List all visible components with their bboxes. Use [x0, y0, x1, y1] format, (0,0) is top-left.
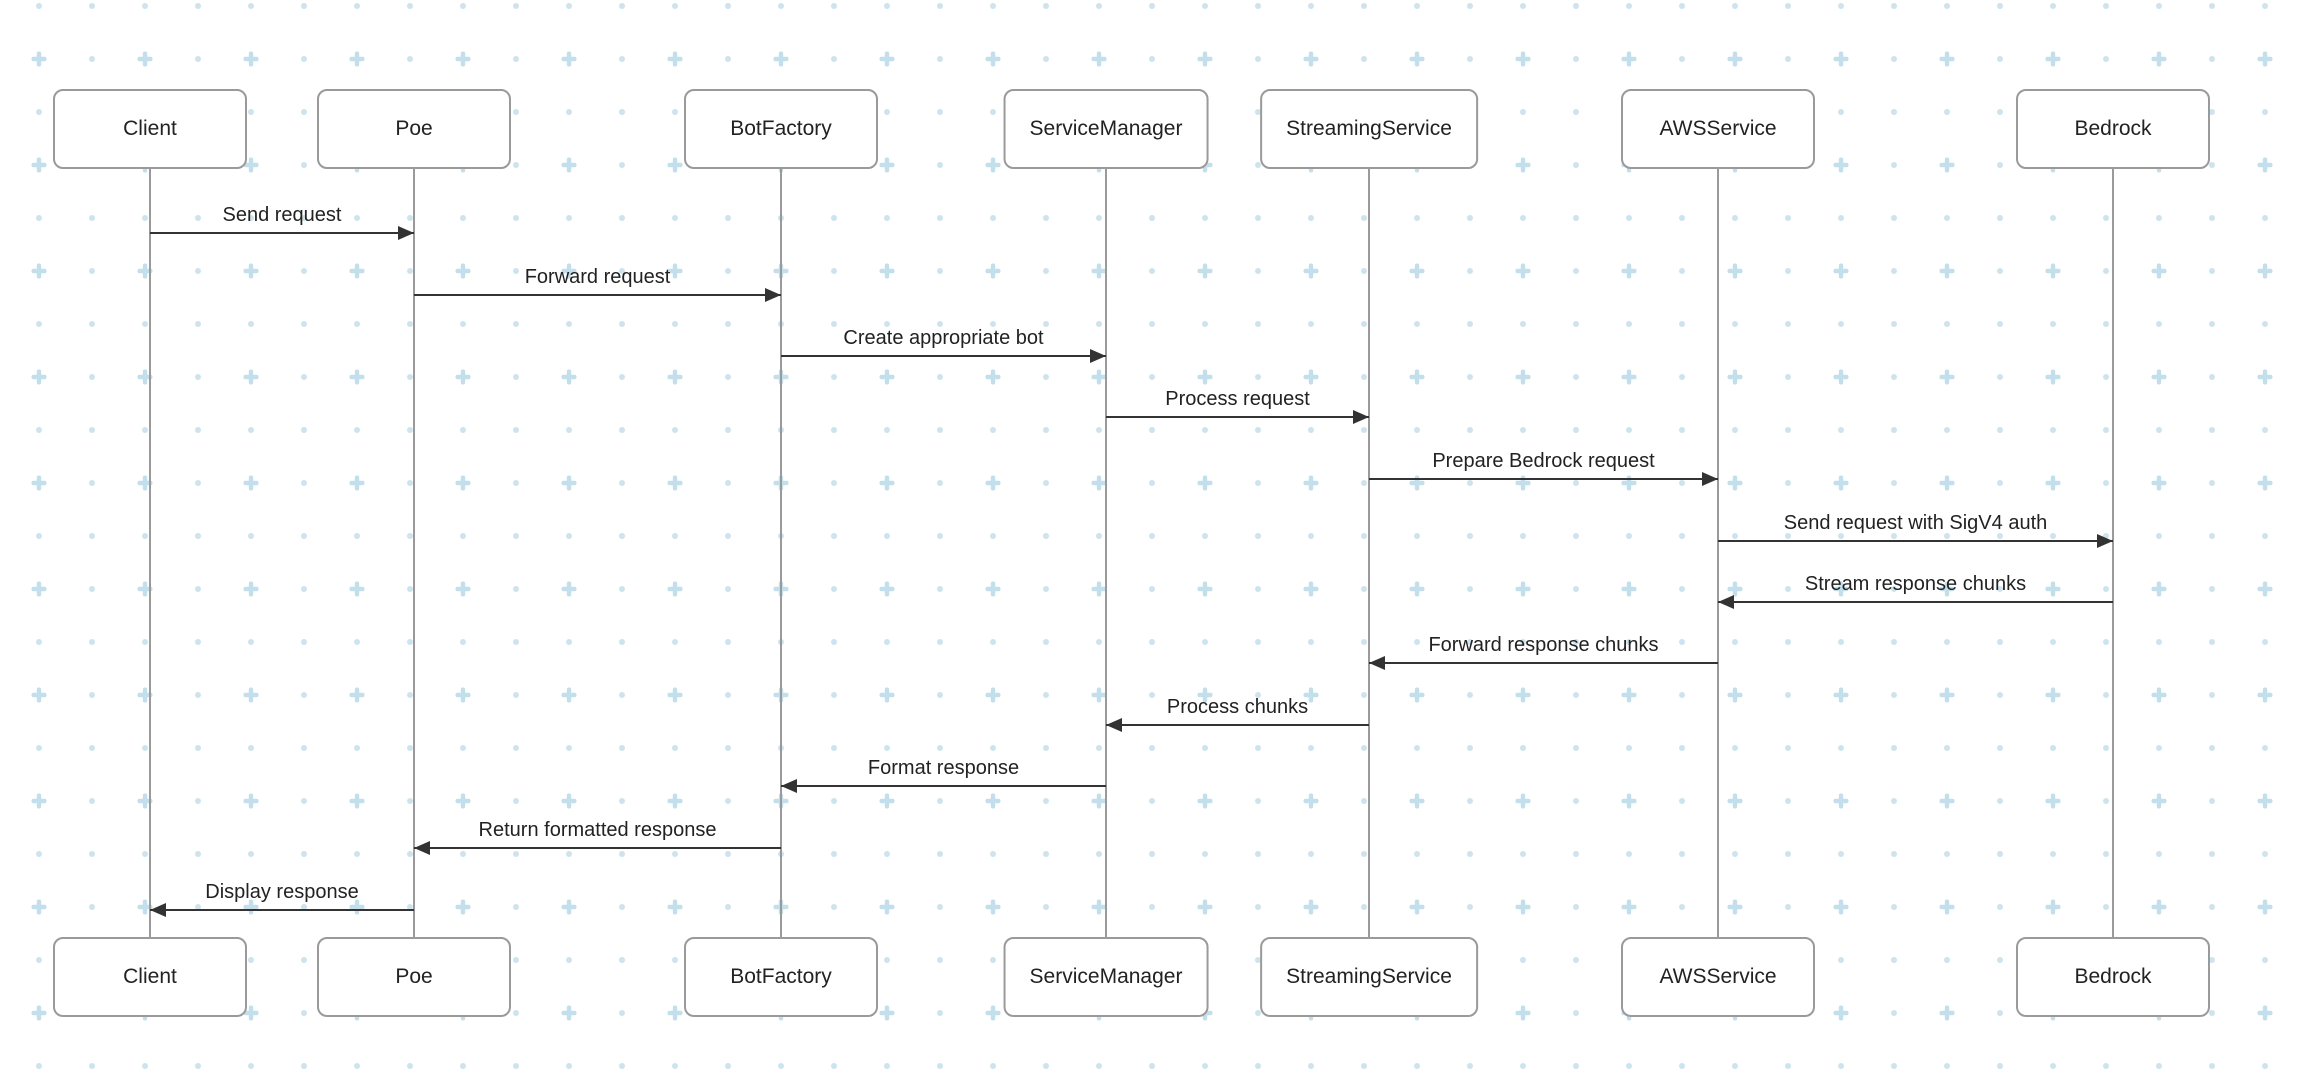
actor-label: AWSService: [1659, 117, 1777, 140]
actor-box-streamingservice-top[interactable]: StreamingService: [1260, 89, 1478, 169]
actor-box-bedrock-bottom[interactable]: Bedrock: [2016, 937, 2210, 1017]
message-line: [781, 355, 1106, 357]
message-label: Return formatted response: [478, 819, 717, 841]
message-send-request-sigv4[interactable]: Send request with SigV4 auth: [1718, 512, 2113, 548]
message-label: Forward request: [524, 266, 671, 288]
arrowhead-left-icon: [781, 779, 797, 793]
message-line: [1718, 540, 2113, 542]
actor-label: Poe: [395, 965, 433, 988]
arrowhead-left-icon: [1718, 595, 1734, 609]
actor-label: Client: [123, 965, 177, 988]
message-forward-response-chunks[interactable]: Forward response chunks: [1369, 634, 1718, 670]
message-process-request[interactable]: Process request: [1106, 388, 1369, 424]
message-label: Format response: [867, 757, 1020, 779]
message-format-response[interactable]: Format response: [781, 757, 1106, 793]
actor-box-servicemanager-top[interactable]: ServiceManager: [1003, 89, 1209, 169]
lifeline-poe: [413, 169, 415, 937]
actor-label: BotFactory: [730, 965, 832, 988]
actor-label: AWSService: [1659, 965, 1777, 988]
message-create-appropriate-bot[interactable]: Create appropriate bot: [781, 327, 1106, 363]
actor-box-client-top[interactable]: Client: [53, 89, 247, 169]
actor-box-bedrock-top[interactable]: Bedrock: [2016, 89, 2210, 169]
actor-box-awsservice-bottom[interactable]: AWSService: [1621, 937, 1815, 1017]
message-line: [1106, 416, 1369, 418]
message-label: Stream response chunks: [1804, 573, 2027, 595]
arrowhead-right-icon: [1090, 349, 1106, 363]
actor-box-botfactory-bottom[interactable]: BotFactory: [684, 937, 878, 1017]
message-prepare-bedrock-request[interactable]: Prepare Bedrock request: [1369, 450, 1718, 486]
actor-box-poe-bottom[interactable]: Poe: [317, 937, 511, 1017]
message-process-chunks[interactable]: Process chunks: [1106, 696, 1369, 732]
arrowhead-right-icon: [2097, 534, 2113, 548]
message-label: Prepare Bedrock request: [1432, 450, 1655, 472]
lifeline-servicemanager: [1105, 169, 1107, 937]
message-line: [1369, 662, 1718, 664]
lifeline-bedrock: [2112, 169, 2114, 937]
actor-label: ServiceManager: [1029, 965, 1183, 988]
message-label: Display response: [205, 881, 359, 903]
actor-box-awsservice-top[interactable]: AWSService: [1621, 89, 1815, 169]
actor-box-poe-top[interactable]: Poe: [317, 89, 511, 169]
arrowhead-left-icon: [1369, 656, 1385, 670]
arrowhead-left-icon: [414, 841, 430, 855]
message-return-formatted-response[interactable]: Return formatted response: [414, 819, 781, 855]
actor-label: BotFactory: [730, 117, 832, 140]
message-label: Send request with SigV4 auth: [1783, 512, 2048, 534]
arrowhead-right-icon: [1702, 472, 1718, 486]
message-stream-response-chunks[interactable]: Stream response chunks: [1718, 573, 2113, 609]
actor-box-botfactory-top[interactable]: BotFactory: [684, 89, 878, 169]
arrowhead-left-icon: [1106, 718, 1122, 732]
message-line: [1718, 601, 2113, 603]
lifeline-streamingservice: [1368, 169, 1370, 937]
message-line: [150, 909, 414, 911]
message-line: [1369, 478, 1718, 480]
actor-label: Bedrock: [2074, 965, 2152, 988]
actor-box-servicemanager-bottom[interactable]: ServiceManager: [1003, 937, 1209, 1017]
lifeline-awsservice: [1717, 169, 1719, 937]
message-label: Process request: [1165, 388, 1310, 410]
actor-label: Client: [123, 117, 177, 140]
actor-label: Poe: [395, 117, 433, 140]
message-send-request[interactable]: Send request: [150, 204, 414, 240]
actor-label: Bedrock: [2074, 117, 2152, 140]
message-display-response[interactable]: Display response: [150, 881, 414, 917]
arrowhead-left-icon: [150, 903, 166, 917]
actor-box-streamingservice-bottom[interactable]: StreamingService: [1260, 937, 1478, 1017]
message-line: [414, 294, 781, 296]
message-line: [150, 232, 414, 234]
message-line: [414, 847, 781, 849]
actor-label: ServiceManager: [1029, 117, 1183, 140]
lifeline-botfactory: [780, 169, 782, 937]
message-label: Process chunks: [1166, 696, 1309, 718]
arrowhead-right-icon: [398, 226, 414, 240]
actor-label: StreamingService: [1286, 965, 1452, 988]
message-line: [781, 785, 1106, 787]
message-label: Create appropriate bot: [843, 327, 1044, 349]
message-label: Forward response chunks: [1428, 634, 1659, 656]
arrowhead-right-icon: [765, 288, 781, 302]
message-line: [1106, 724, 1369, 726]
lifeline-client: [149, 169, 151, 937]
message-label: Send request: [222, 204, 342, 226]
message-forward-request[interactable]: Forward request: [414, 266, 781, 302]
actor-box-client-bottom[interactable]: Client: [53, 937, 247, 1017]
actor-label: StreamingService: [1286, 117, 1452, 140]
arrowhead-right-icon: [1353, 410, 1369, 424]
